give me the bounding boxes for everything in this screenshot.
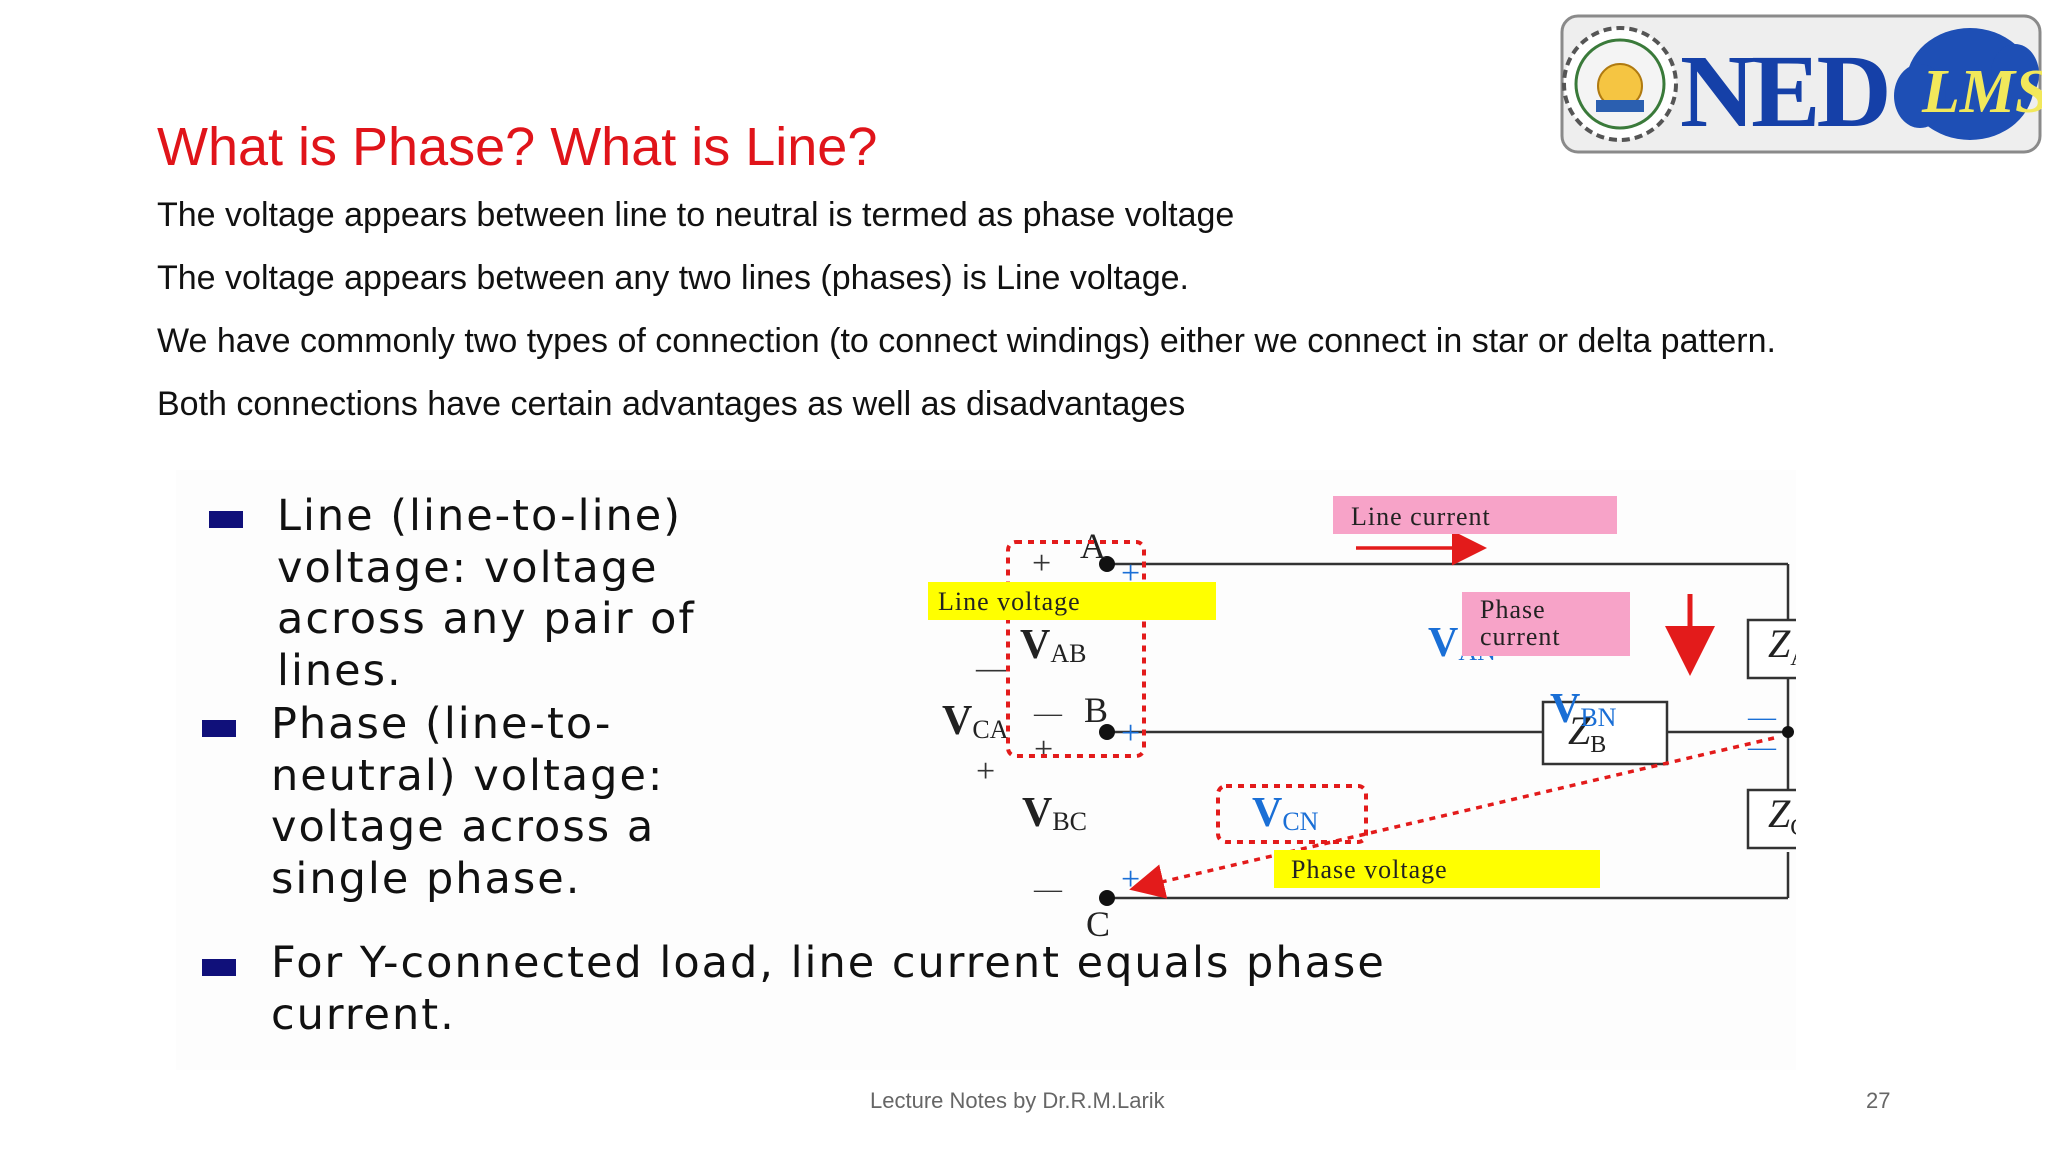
line-voltage-callout-text: Line voltage	[938, 587, 1081, 616]
phase-current-callout	[1462, 592, 1630, 656]
paragraph-line-voltage: The voltage appears between any two line…	[157, 259, 1189, 297]
node-b-label: B	[1084, 690, 1108, 730]
minus-sign-ca: —	[975, 649, 1009, 685]
minus-sign-ab: —	[1033, 698, 1063, 729]
page-number: 27	[1866, 1088, 1891, 1113]
bullet-line-voltage: Line (line-to-line) voltage: voltage acr…	[277, 491, 696, 697]
plus-sign-bc: +	[1034, 731, 1053, 768]
bullet-line-3: voltage across a	[271, 802, 656, 852]
bullet-phase-voltage: Phase (line-to- neutral) voltage: voltag…	[271, 699, 664, 905]
logo-ned-text: NED	[1680, 34, 1888, 149]
zc-label: ZC	[1768, 791, 1796, 841]
paragraph-connection-types: We have commonly two types of connection…	[157, 322, 1776, 360]
university-seal-icon	[1562, 26, 1678, 142]
plus-sign-ab: +	[1032, 545, 1051, 582]
phase-voltage-dotted-box	[1216, 784, 1368, 844]
bullet-line-2: neutral) voltage:	[271, 750, 665, 801]
slide-title: What is Phase? What is Line?	[157, 117, 878, 177]
ned-lms-logo: NED LMS	[1560, 14, 2048, 154]
line-voltage-dotted-box	[1006, 540, 1146, 758]
footer-author: Lecture Notes by Dr.R.M.Larik	[870, 1088, 1165, 1113]
line-voltage-callout	[928, 582, 1216, 620]
phase-current-callout-line-1: Phase	[1480, 595, 1546, 624]
bullet-line-2: current.	[271, 989, 456, 1040]
logo-lms-text: LMS	[1921, 58, 2042, 126]
minus-sign-neutral-top: —	[1747, 702, 1777, 733]
paragraph-advantages: Both connections have certain advantages…	[157, 385, 1186, 423]
impedance-zb	[1541, 700, 1669, 766]
lms-cloud-icon	[1894, 28, 2039, 140]
phase-voltage-arrow	[1129, 736, 1775, 899]
terminal-c	[1099, 890, 1115, 906]
bullet-line-3: across any pair of	[277, 594, 696, 644]
bullet-line-1: For Y-connected load, line current equal…	[271, 938, 1386, 988]
node-a-label: A	[1080, 526, 1106, 566]
bullet-y-connected: For Y-connected load, line current equal…	[271, 938, 1386, 1041]
za-label: ZA	[1768, 621, 1796, 671]
phase-voltage-callout-text: Phase voltage	[1291, 855, 1448, 884]
plus-sign-cn: +	[1121, 861, 1140, 898]
neutral-node	[1782, 726, 1794, 738]
bullet-line-1: Phase (line-to-	[271, 699, 613, 749]
vbc-label: VBC	[1022, 790, 1087, 836]
vca-label: VCA	[942, 698, 1009, 744]
vab-label: VAB	[1020, 622, 1086, 668]
terminal-b	[1099, 724, 1115, 740]
bullet-marker	[202, 959, 236, 976]
line-current-callout	[1333, 496, 1617, 534]
impedance-za	[1746, 618, 1796, 680]
impedance-zc	[1746, 788, 1796, 850]
vbn-label: VBN	[1550, 686, 1617, 732]
node-c-label: C	[1086, 904, 1110, 944]
paragraph-phase-voltage: The voltage appears between line to neut…	[157, 196, 1235, 234]
bullet-line-4: single phase.	[271, 853, 582, 904]
bullet-marker	[209, 511, 243, 528]
bullet-line-2: voltage: voltage	[277, 542, 659, 593]
minus-sign-bc: —	[1033, 874, 1063, 905]
bullet-line-1: Line (line-to-line)	[277, 491, 683, 541]
terminal-a	[1099, 556, 1115, 572]
phase-current-callout-line-2: current	[1480, 622, 1561, 651]
plus-sign-ca: +	[976, 753, 995, 790]
circuit-figure: Line (line-to-line) voltage: voltage acr…	[176, 470, 1796, 1070]
phase-voltage-callout	[1274, 850, 1600, 888]
vcn-label: VCN	[1252, 790, 1319, 836]
y-circuit-diagram: ZA ZB ZC A B C N + + — — + + + — + — — V…	[928, 496, 1796, 944]
bullet-marker	[202, 720, 236, 737]
line-current-callout-text: Line current	[1351, 502, 1491, 531]
bullet-line-4: lines.	[277, 645, 403, 696]
plus-sign-bn: +	[1121, 715, 1140, 752]
zb-label: ZB	[1568, 708, 1606, 758]
